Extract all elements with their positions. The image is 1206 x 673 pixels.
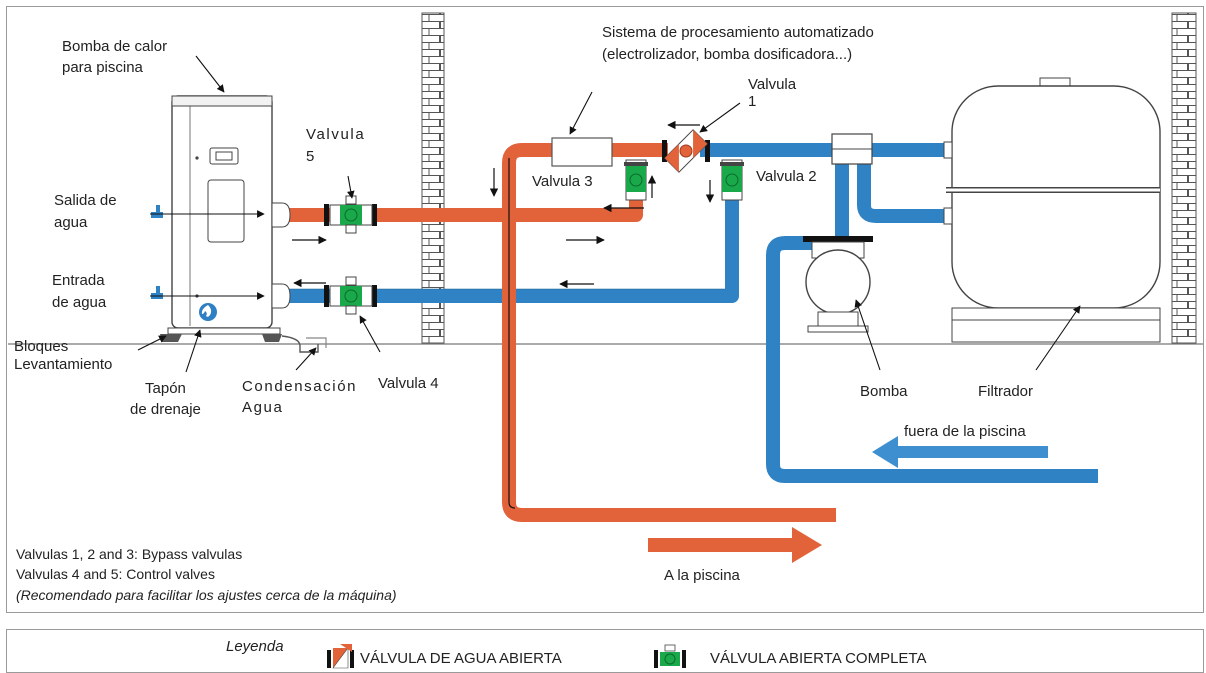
drain-plug-label: Tapón de drenaje [130, 380, 201, 418]
diagram-frame [6, 6, 1204, 613]
pointer-lines [137, 55, 1081, 373]
valve-5 [329, 195, 373, 234]
valve-3-label: Valvula 3 [532, 173, 593, 190]
note-line-3: (Recomendado para facilitar los ajustes … [16, 587, 397, 603]
pump-label: Bomba [860, 383, 908, 400]
flame-icon [199, 303, 217, 321]
faucet-icon [151, 286, 163, 299]
valve-1 [664, 129, 708, 173]
faucet-icon [151, 205, 163, 218]
cold-pipes [288, 143, 1098, 483]
note-line-2: Valvulas 4 and 5: Control valves [16, 566, 215, 582]
valve-2-label: Valvula 2 [756, 168, 817, 185]
heat-pump-unit [160, 95, 327, 353]
to-pool-label: A la piscina [664, 567, 740, 584]
processing-system-label: Sistema de procesamiento automatizado (e… [602, 24, 874, 63]
fully-open-valve-icon [654, 644, 686, 668]
processing-system-box [551, 137, 613, 167]
legend-item-open-valve: VÁLVULA DE AGUA ABIERTA [360, 650, 562, 667]
flow-arrows [292, 120, 715, 289]
valve-5-label: Valvula 5 [306, 126, 366, 165]
filter-label: Filtrador [978, 383, 1034, 400]
from-pool-label: fuera de la piscina [904, 423, 1026, 440]
filter-tank [943, 77, 1161, 343]
legend-item-full-valve: VÁLVULA ABIERTA COMPLETA [710, 650, 927, 667]
condensation-label: Condensación Agua [242, 378, 358, 416]
heat-pump-label: Bomba de calor para piscina [62, 38, 168, 76]
valve-2 [720, 159, 744, 201]
to-pool-arrow [648, 527, 822, 563]
legend-title: Leyenda [226, 638, 284, 655]
valve-4-label: Valvula 4 [378, 375, 439, 392]
valve-4 [329, 276, 373, 315]
valve-1-label: Valvula 1 [748, 76, 797, 110]
water-inlet-label: Entrada de agua [52, 272, 107, 311]
from-pool-arrow [872, 436, 1048, 468]
note-line-1: Valvulas 1, 2 and 3: Bypass valvulas [16, 546, 243, 562]
half-open-valve-icon [327, 644, 354, 669]
water-outlet-label: Salida de agua [54, 192, 117, 231]
brick-wall-left [421, 12, 445, 344]
valve-3 [624, 159, 648, 201]
lift-blocks-label: Bloques Levantamiento [14, 338, 113, 373]
brick-wall-right [1171, 12, 1197, 344]
pump-unit [803, 236, 873, 333]
